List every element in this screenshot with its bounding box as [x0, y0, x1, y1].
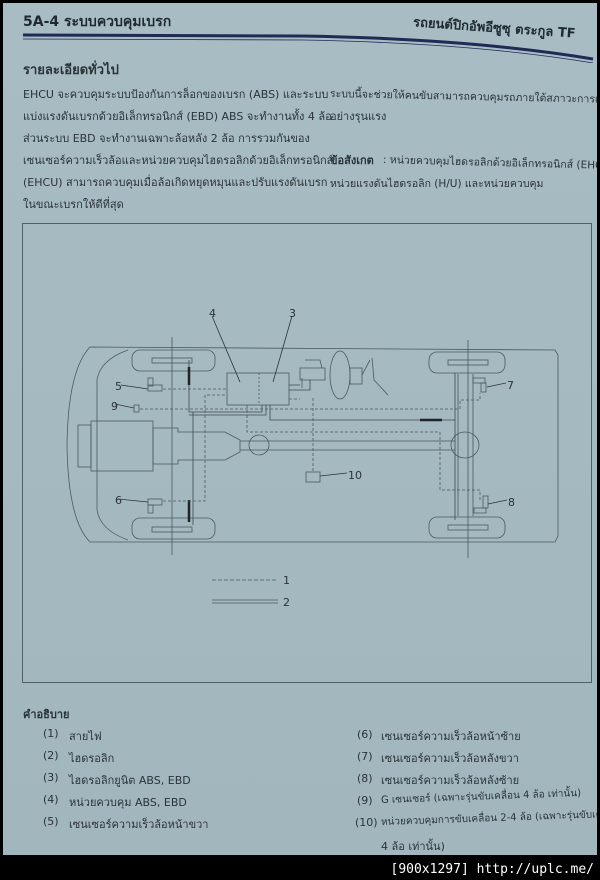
legend-text: ไฮดรอลิกยูนิต ABS, EBD: [69, 774, 191, 787]
transmission: [152, 427, 241, 465]
sensor-5: [147, 384, 163, 392]
wheel-front-right: [131, 349, 216, 372]
sensor-7: [472, 377, 486, 384]
sensor-9: [133, 404, 140, 413]
callout-7: 7: [507, 379, 514, 392]
body-line: ส่วนระบบ EBD จะทำงานเฉพาะล้อหลัง 2 ล้อ ก…: [23, 132, 310, 145]
legend-label-2: 2: [283, 596, 290, 609]
legend-num: (2): [43, 749, 59, 762]
legend-num: (3): [43, 771, 59, 784]
legend-text: ไฮดรอลิก: [69, 752, 115, 765]
watermark: [900x1297] http://uplc.me/: [390, 862, 595, 877]
note-line: หน่วยแรงดันไฮดรอลิก (H/U) และหน่วยควบคุม: [330, 178, 544, 190]
control-unit-4: [226, 372, 290, 406]
legend-text: สายไฟ: [69, 730, 102, 743]
body-line: แบ่งแรงดันเบรกด้วยอิเล็กทรอนิกส์ (EBD) A…: [23, 110, 332, 123]
diagram-frame: [22, 223, 592, 683]
wire-sensor-6: [163, 394, 227, 502]
section-title: 5A-4 ระบบควบคุมเบรก: [23, 14, 172, 30]
wheel-rear-right: [428, 351, 506, 374]
legend-heading: คำอธิบาย: [23, 708, 70, 721]
callout-3: 3: [289, 307, 296, 320]
legend-num: (7): [357, 750, 373, 763]
wheel-rear-left: [428, 516, 506, 539]
legend-text: เซนเซอร์ความเร็วล้อหลังซ้าย: [381, 774, 520, 787]
legend-label-1: 1: [283, 574, 290, 587]
general-heading: รายละเอียดทั่วไป: [23, 63, 119, 78]
legend-text: 4 ล้อ เท่านั้น): [381, 840, 445, 853]
callout-6: 6: [115, 494, 122, 507]
unit-10: [305, 471, 321, 483]
callout-5: 5: [115, 380, 122, 393]
differential-front: [248, 434, 270, 456]
legend-num: (5): [43, 815, 59, 828]
body-line: EHCU จะควบคุมระบบป้องกันการล็อกของเบรก (…: [23, 88, 329, 101]
body-line: เซนเซอร์ความเร็วล้อและหน่วยควบคุมไฮดรอลิ…: [23, 154, 334, 167]
callout-9: 9: [111, 400, 118, 413]
legend-text: เซนเซอร์ความเร็วล้อหลังขวา: [381, 752, 519, 765]
sensor-6: [147, 498, 163, 506]
master-cylinder: [299, 359, 326, 388]
manual-page: 5A-4 ระบบควบคุมเบรก รถยนต์ปิกอัพอีซูซุ ต…: [3, 3, 597, 855]
callout-10: 10: [348, 469, 362, 482]
legend-num: (9): [357, 794, 373, 807]
callout-leaders: [114, 315, 508, 505]
body-line: อย่างรุนแรง: [330, 110, 387, 123]
vehicle-outline: [66, 346, 559, 543]
legend-hydraulic-line: [212, 599, 278, 604]
legend-text: หน่วยควบคุม ABS, EBD: [69, 796, 187, 809]
legend-num: (8): [357, 772, 373, 785]
callout-8: 8: [508, 496, 515, 509]
brake-booster: [329, 350, 351, 400]
abs-layout-diagram: [66, 315, 559, 604]
engine: [90, 420, 154, 472]
legend-text: เซนเซอร์ความเร็วล้อหน้าซ้าย: [381, 730, 521, 743]
legend-num: (1): [43, 727, 59, 740]
brake-line-front: [188, 360, 456, 525]
propeller-shaft: [240, 440, 455, 451]
differential-rear: [450, 431, 480, 459]
body-line: (EHCU) สามารถควบคุมเมื่อล้อเกิดหยุดหมุนแ…: [23, 176, 328, 189]
legend-text: เซนเซอร์ความเร็วล้อหน้าขวา: [69, 818, 209, 831]
sensor-8: [473, 507, 487, 514]
brake-pedal: [361, 357, 389, 396]
legend-num: (4): [43, 793, 59, 806]
wire-sensor-9: [140, 393, 481, 410]
body-line: ในขณะเบรกให้ดีที่สุด: [23, 198, 124, 211]
legend-num: (6): [357, 728, 373, 741]
legend-num: (10): [355, 816, 378, 829]
note-label: ข้อสังเกต: [330, 154, 374, 167]
callout-4: 4: [209, 307, 216, 320]
header-rule: [22, 33, 594, 63]
wheel-front-left: [131, 517, 216, 540]
